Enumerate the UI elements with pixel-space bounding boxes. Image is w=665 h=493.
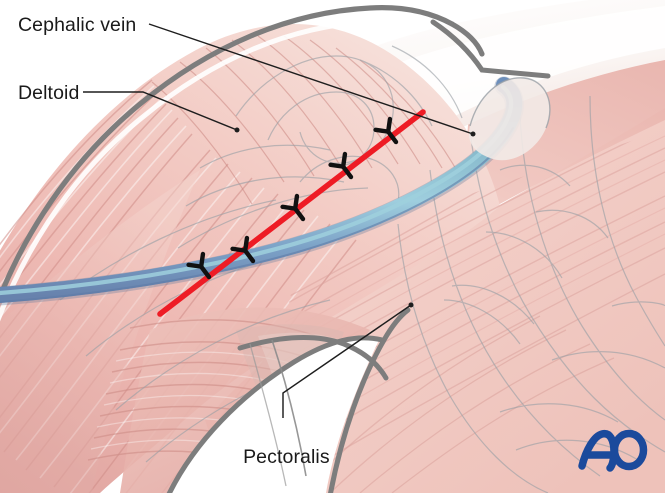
arm-outline-inner — [328, 307, 411, 493]
ao-logo-letter-a — [578, 429, 618, 472]
vein-entry-fossa-outline — [469, 77, 551, 129]
label-deltoid: Deltoid — [18, 82, 80, 104]
label-pectoralis-major: Pectoralis major — [221, 421, 330, 493]
ligated-vein-branch — [280, 193, 306, 222]
ligated-branch-marks — [186, 116, 399, 280]
leader-cephalic-vein — [148, 23, 474, 135]
clavicle-outline-inner — [430, 19, 551, 79]
ligated-vein-branch — [230, 235, 256, 264]
leader-line-group — [83, 23, 476, 418]
clavicle-outline-top — [449, 21, 485, 57]
leader-deltoid — [83, 91, 238, 131]
leader-pectoralis-major — [282, 304, 412, 418]
cephalic-vein-edge-dark — [0, 127, 514, 304]
ligated-vein-branch — [186, 251, 212, 280]
pectoralis-border-line — [237, 335, 389, 381]
arm-outline-outer — [166, 335, 385, 493]
deltoid-lower-shading — [0, 170, 200, 493]
leader-endpoint-deltoid — [234, 127, 240, 133]
leader-endpoint-cephalic-vein — [470, 131, 476, 137]
leader-endpoint-pectoralis-major — [408, 302, 414, 308]
ligated-vein-branch — [373, 116, 399, 145]
ao-logo — [578, 429, 648, 472]
vein-entry-fossa — [468, 77, 550, 161]
pectoralis-tendon-edge-2 — [249, 343, 287, 487]
ao-logo-letter-o — [610, 429, 648, 471]
label-pectoralis-major-line1: Pectoralis — [243, 446, 330, 468]
deltoid-rim-highlight — [0, 19, 369, 322]
axilla-void — [170, 336, 380, 493]
shoulder-outline — [0, 5, 455, 304]
label-cephalic-vein: Cephalic vein — [18, 14, 137, 36]
incision-line — [157, 109, 426, 317]
ligated-vein-branch — [328, 151, 354, 180]
pectoralis-tendon-edge — [271, 339, 307, 477]
